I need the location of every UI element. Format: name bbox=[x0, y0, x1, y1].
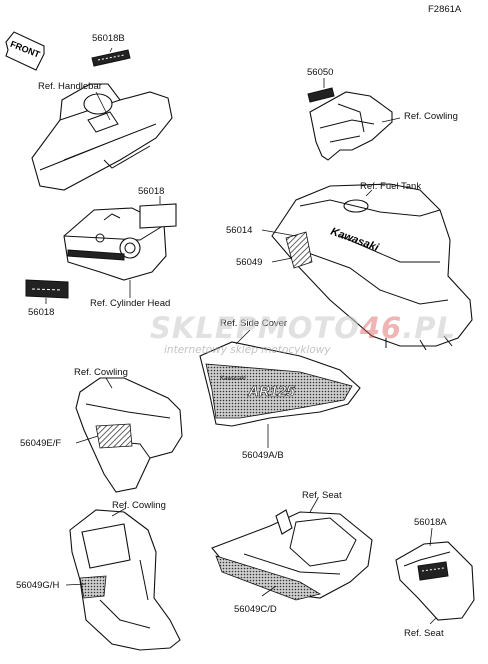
upper-cowling-part bbox=[309, 91, 393, 161]
label-ref-fuel-tank: Ref. Fuel Tank bbox=[360, 181, 422, 192]
label-56049AB: 56049A/B bbox=[242, 450, 284, 461]
watermark-tagline: internetowy sklep motocyklowy bbox=[164, 344, 331, 356]
label-56018A: 56018A bbox=[414, 517, 447, 528]
label-ref-cylinder-head: Ref. Cylinder Head bbox=[90, 298, 171, 309]
front-arrow-icon: FRONT bbox=[5, 31, 45, 71]
watermark-brand-c: .PL bbox=[402, 311, 456, 345]
label-56049CD: 56049C/D bbox=[234, 604, 277, 615]
label-56050: 56050 bbox=[307, 67, 334, 78]
label-ref-side-cover: Ref. Side Cover bbox=[220, 318, 288, 329]
watermark-brand-a: SKLEPMOTO bbox=[150, 311, 360, 345]
decal-56050 bbox=[307, 87, 335, 103]
label-ref-seat-top: Ref. Seat bbox=[302, 490, 342, 501]
seat-rear-trim-part bbox=[395, 541, 475, 621]
decal-56018-top bbox=[139, 203, 177, 229]
label-56014: 56014 bbox=[226, 225, 253, 236]
decal-56018B bbox=[91, 49, 131, 67]
label-56049EF: 56049E/F bbox=[20, 438, 62, 449]
label-56018-bottom: 56018 bbox=[28, 307, 55, 318]
side-brand-decal: Kawasaki bbox=[220, 376, 246, 382]
watermark-brand: SKLEPMOTO46.PL bbox=[150, 311, 456, 345]
label-56049: 56049 bbox=[236, 257, 263, 268]
label-ref-seat-bottom: Ref. Seat bbox=[404, 628, 444, 639]
lower-cowling-part bbox=[69, 509, 181, 651]
fuel-tank-part: Kawasaki bbox=[271, 183, 473, 351]
side-model-decal: AR125 bbox=[247, 383, 295, 400]
watermark-brand-b: 46 bbox=[359, 311, 403, 345]
handlebar-cover-part bbox=[31, 83, 173, 191]
label-ref-handlebar: Ref. Handlebar bbox=[38, 81, 102, 92]
label-56049GH: 56049G/H bbox=[16, 580, 60, 591]
label-ref-cowling-top: Ref. Cowling bbox=[404, 111, 458, 122]
seat-base-part bbox=[211, 509, 373, 601]
figure-code: F2861A bbox=[428, 4, 462, 15]
side-cover-part: AR125 Kawasaki bbox=[199, 341, 361, 427]
label-ref-cowling-low: Ref. Cowling bbox=[112, 500, 166, 511]
label-56018B: 56018B bbox=[92, 33, 125, 44]
middle-cowling-part bbox=[75, 377, 183, 493]
label-56018-top: 56018 bbox=[138, 186, 165, 197]
label-ref-cowling-mid: Ref. Cowling bbox=[74, 367, 128, 378]
decal-56018-bottom bbox=[25, 279, 69, 299]
